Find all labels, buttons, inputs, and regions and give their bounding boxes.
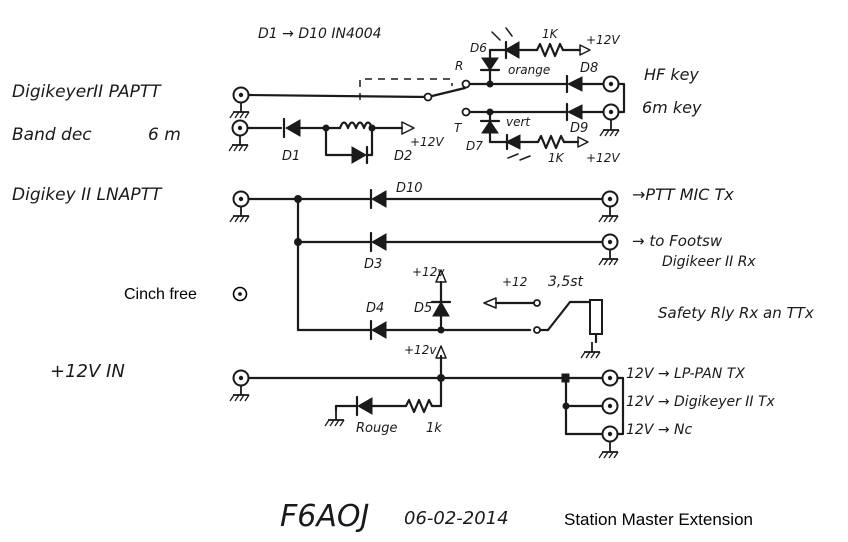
resistor-r1k-top [535,42,565,58]
ground-icon [599,119,620,137]
diode-d4 [369,319,387,341]
jack-ptt-mic [601,190,619,208]
callsign: F6AOJ [280,499,369,534]
label-d7: D7 [466,139,483,153]
ground-icon [229,101,250,119]
diode-d3 [369,231,387,253]
label-vert: vert [506,115,531,129]
label-rouge: Rouge [356,421,397,436]
label-12v-in: +12V IN [50,361,125,382]
label-6m-key: 6m key [642,98,702,117]
label-ptt-mic: →PTT MIC Tx [632,185,734,204]
label-hf-key: HF key [644,65,699,84]
jack-band-dec [231,119,249,137]
led-d6 [479,57,501,72]
jack-6m-key [602,103,620,121]
label-relay-r: R [455,59,463,73]
relay-coil [338,121,374,130]
label-coil-12v: +12V [410,135,444,149]
label-digikeyer-rx: Digikeer II Rx [662,254,756,270]
jack-footsw [601,233,619,251]
jack-hf-key [602,75,620,93]
switch-blade [546,300,580,332]
wire-paptt [247,93,430,99]
jack-lnaptt [232,190,250,208]
ground-icon [598,441,619,459]
label-d9: D9 [570,121,588,136]
ground-icon [228,134,249,152]
diode-d2 [351,145,369,165]
jack-nc [601,425,619,443]
label-nc: 12V → Nc [626,422,692,438]
led-d7b [504,133,521,151]
label-v12-mid: +12V [586,151,620,165]
diode-d5 [430,300,452,317]
label-v12-d5: +12v [412,265,445,279]
label-r1k-bot: 1k [426,421,442,436]
diode-range-note: D1 → D10 IN4004 [258,26,382,42]
jack-12v-in [232,369,250,387]
diode-d10 [369,188,387,210]
relay-linkage [359,78,453,100]
label-footsw: → to Footsw [632,232,723,250]
label-v12-bus: +12v [404,343,437,357]
label-v12-top: +12V [586,33,620,47]
resistor-r1k-mid [536,134,566,150]
label-d5: D5 [414,301,432,316]
ground-icon [598,205,619,223]
jack-lppan [601,369,619,387]
label-r1k-mid: 1K [548,151,565,165]
label-d2: D2 [394,149,412,164]
label-d3: D3 [364,257,382,272]
label-lppan: 12V → LP-PAN TX [626,366,745,382]
cinch-free-label: Cinch free [124,286,197,303]
label-v12-sw: +12 [502,275,527,289]
label-digikey-lnaptt: Digikey II LNAPTT [12,185,163,205]
label-d1: D1 [282,149,300,164]
label-band-dec: Band dec [12,125,92,145]
ground-icon [229,205,250,223]
label-digikeyer-tx: 12V → Digikeyer II Tx [626,394,776,410]
ground-icon [580,341,601,359]
ground-icon [324,409,345,427]
led-d7 [479,119,501,134]
resistor-r1k-bot [404,398,434,414]
diode-d1 [282,117,301,139]
page-title: Station Master Extension [564,510,753,529]
label-d8: D8 [580,61,598,76]
diode-d8 [565,74,583,94]
ground-icon [229,384,250,402]
label-r1k-top: 1K [542,27,559,41]
relay-wiper [426,86,467,99]
label-switch: 3,5st [548,274,584,290]
label-d4: D4 [366,301,384,316]
label-digikeyer-paptt: DigikeyerII PAPTT [12,82,162,102]
label-relay-t: T [454,121,463,135]
led-d6b [503,40,520,60]
label-d6: D6 [470,41,487,55]
label-safety-rly: Safety Rly Rx an TTx [658,304,814,322]
cinch-free-jack [232,286,248,302]
diode-d9 [565,102,583,122]
label-d10: D10 [396,181,423,196]
date: 06-02-2014 [404,508,509,529]
label-band-6m: 6 m [148,125,181,145]
ground-icon [598,248,619,266]
led-rouge [355,395,373,417]
jack-digikeyer-tx [601,397,619,415]
label-orange: orange [508,63,550,77]
jack-paptt [232,86,250,104]
